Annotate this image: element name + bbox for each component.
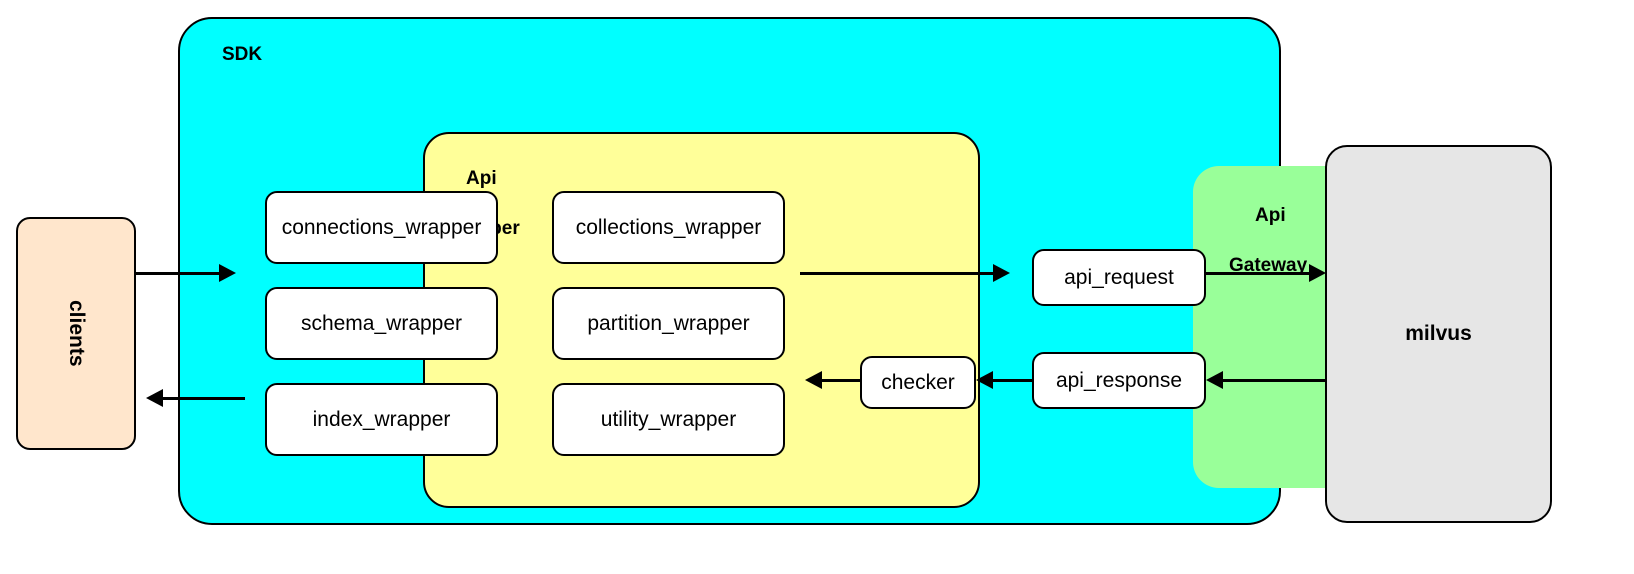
arrow-request-to-milvus-head [1309,264,1326,282]
container-api-gateway-label-line2: Gateway [1229,255,1308,276]
container-api-wrapper-label-line1: Api [466,168,497,189]
arrow-response-to-checker [988,379,1032,382]
arrow-wrapper-to-gateway [800,272,996,275]
node-schema-wrapper[interactable]: schema_wrapper [265,287,498,360]
node-partition-wrapper[interactable]: partition_wrapper [552,287,785,360]
node-connections-wrapper[interactable]: connections_wrapper [265,191,498,264]
container-api-gateway-label-line1: Api [1255,205,1286,226]
container-api-gateway-label: Api Gateway [1229,178,1307,303]
arrow-checker-to-wrapper-head [805,371,822,389]
node-api-request[interactable]: api_request [1032,249,1206,306]
arrow-milvus-to-response-head [1206,371,1223,389]
arrow-wrapper-to-clients [163,397,245,400]
container-sdk-label: SDK [222,44,263,65]
arrow-response-to-checker-head [976,371,993,389]
node-milvus[interactable]: milvus [1325,145,1552,523]
node-collections-wrapper[interactable]: collections_wrapper [552,191,785,264]
arrow-request-to-milvus [1206,272,1312,275]
arrow-clients-to-wrapper [136,272,222,275]
node-index-wrapper[interactable]: index_wrapper [265,383,498,456]
arrow-clients-to-wrapper-head [219,264,236,282]
node-utility-wrapper[interactable]: utility_wrapper [552,383,785,456]
node-checker[interactable]: checker [860,356,976,409]
node-clients-label: clients [65,300,88,367]
arrow-wrapper-to-gateway-head [993,264,1010,282]
arrow-wrapper-to-clients-head [146,389,163,407]
node-api-response[interactable]: api_response [1032,352,1206,409]
node-clients[interactable]: clients [16,217,136,450]
arrow-checker-to-wrapper [817,379,860,382]
arrow-milvus-to-response [1218,379,1325,382]
node-milvus-label: milvus [1405,322,1472,345]
